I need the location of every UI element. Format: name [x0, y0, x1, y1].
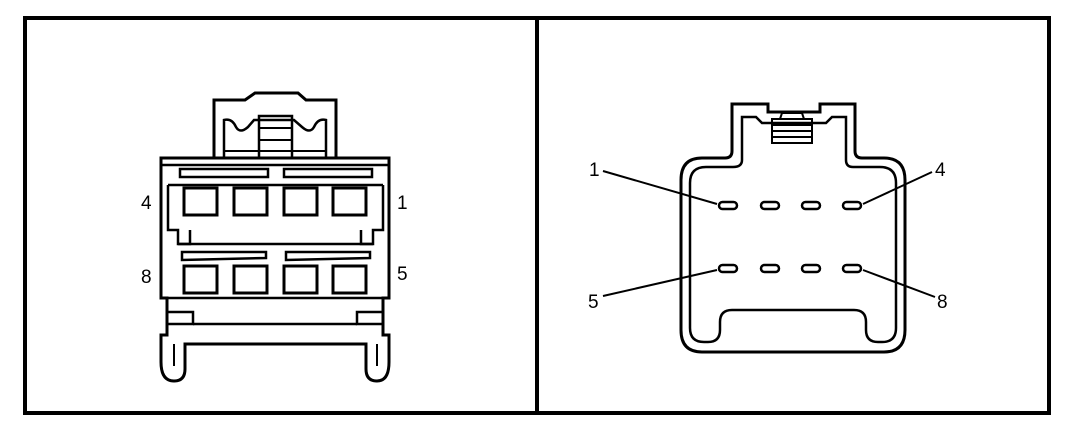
left-label-5: 5 [397, 264, 408, 285]
terminal-6 [759, 263, 781, 274]
lower-notch-right [355, 310, 385, 326]
terminal-2 [759, 200, 781, 211]
side-key-left [166, 185, 192, 246]
leader-8 [862, 269, 936, 298]
right-label-1: 1 [589, 160, 600, 181]
latch-ribs [771, 112, 813, 144]
shell-inner [688, 115, 898, 344]
right-label-4: 4 [935, 160, 946, 181]
terminal-3 [800, 200, 822, 211]
cavity-2 [282, 186, 319, 217]
cavity-4 [182, 186, 219, 217]
latch-inner [222, 118, 328, 158]
leader-4 [862, 171, 933, 205]
mid-slot-right [284, 250, 372, 262]
left-label-4: 4 [141, 193, 152, 214]
cavity-6 [282, 264, 319, 295]
left-connector-view: 4 1 8 5 [141, 91, 408, 383]
right-label-5: 5 [588, 292, 599, 313]
cavity-8 [182, 264, 219, 295]
cavity-1 [331, 186, 368, 217]
right-connector-view: 1 4 5 8 [588, 102, 948, 354]
terminal-1 [717, 200, 739, 211]
leader-1 [602, 170, 718, 205]
latch-housing [212, 91, 338, 158]
terminal-8 [841, 263, 863, 274]
lower-notch-left [165, 310, 195, 326]
terminal-5 [717, 263, 739, 274]
cavity-5 [331, 264, 368, 295]
shell-outer [679, 102, 907, 354]
connector-body [159, 156, 391, 383]
top-slot-right [282, 167, 374, 179]
terminal-4 [841, 200, 863, 211]
side-key-right [359, 185, 385, 246]
mid-slot-left [180, 250, 268, 262]
cavity-3 [232, 186, 269, 217]
top-slot-left [178, 167, 270, 179]
left-label-1: 1 [397, 193, 408, 214]
terminal-7 [800, 263, 822, 274]
cavity-7 [232, 264, 269, 295]
left-label-8: 8 [141, 267, 152, 288]
right-label-8: 8 [937, 292, 948, 313]
leader-5 [602, 269, 718, 297]
